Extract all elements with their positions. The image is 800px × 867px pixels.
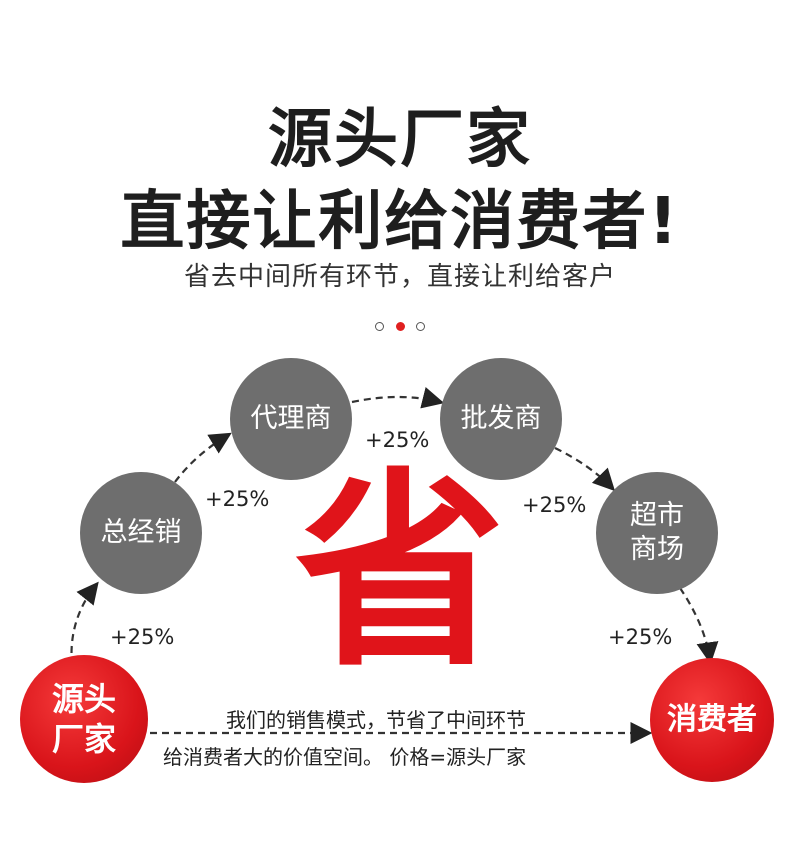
carousel-dot[interactable] [375,322,385,331]
markup-label: +25% [205,487,270,511]
carousel-indicator [0,316,800,335]
headline-subtitle: 直接让利给消费者! [120,185,680,259]
markup-label: +25% [522,493,587,517]
markup-label: +25% [365,428,430,452]
arrow-distributor-to-agent [174,432,232,483]
arrow-agent-to-wholesaler [351,387,445,409]
tagline: 省去中间所有环节，直接让利给客户 [183,262,616,292]
headline-title: 源头厂家 [268,103,532,177]
node-distributor: 总经销 [80,472,202,594]
node-consumer: 消费者 [650,658,774,782]
note-line-1: 我们的销售模式，节省了中间环节 [226,708,526,732]
node-supermarket: 超市 商场 [596,472,718,594]
node-source-factory: 源头 厂家 [20,655,148,783]
arrow-supermarket-to-consumer [679,587,719,665]
arrow-source-to-distributor [70,581,99,666]
carousel-dot-active[interactable] [395,322,405,331]
note-line-2: 给消费者大的价值空间。 价格=源头厂家 [163,745,527,769]
node-wholesaler: 批发商 [440,358,562,480]
markup-label: +25% [608,625,673,649]
arrow-wholesaler-to-supermarket [554,447,616,492]
save-mark: 省 [295,450,506,695]
node-agent: 代理商 [230,358,352,480]
carousel-dot[interactable] [415,322,425,331]
markup-label: +25% [110,625,175,649]
